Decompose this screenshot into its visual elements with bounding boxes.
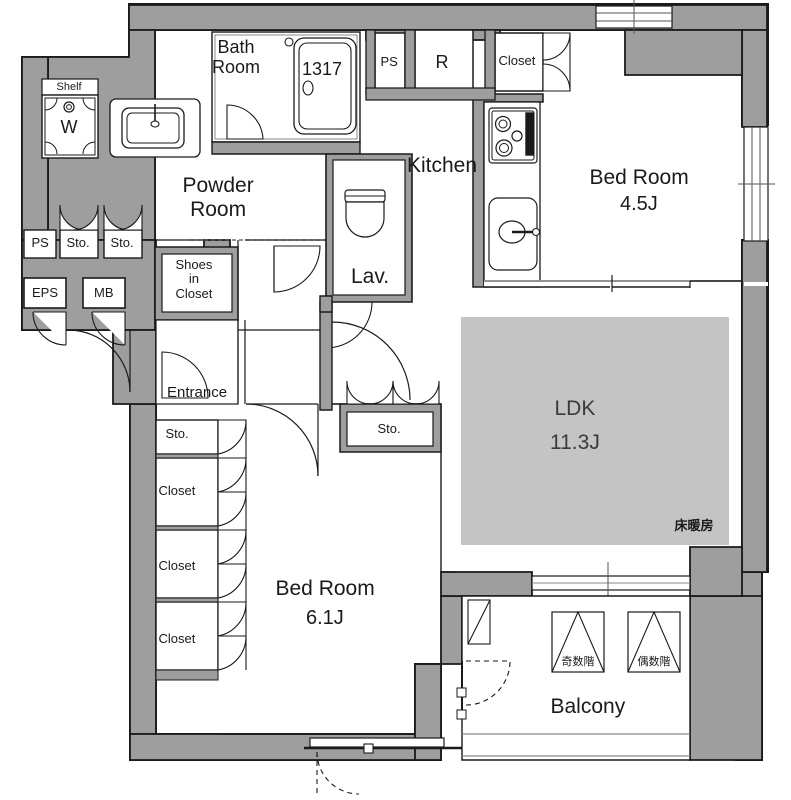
room-label-bed_room_61j: 6.1J xyxy=(306,606,344,629)
balcony-area xyxy=(456,595,691,761)
windows xyxy=(304,0,775,795)
fixture-label-refrigerator: R xyxy=(435,51,449,72)
room-label-bed_room_45j: 4.5J xyxy=(620,192,658,215)
balcony-partition-odd xyxy=(551,610,605,673)
fixture-label-mb: MB xyxy=(94,284,114,300)
room-label-entrance: Entrance xyxy=(167,383,228,401)
room-label-bed_room_61: Bed Room xyxy=(275,577,375,600)
room-label-shoes_closet: Shoes in Closet xyxy=(175,256,213,302)
room-label-ldk_size: 11.3J xyxy=(550,431,600,454)
fixture-label-sto_top_2: Sto. xyxy=(110,234,134,250)
fixture-label-ps_left: PS xyxy=(31,234,49,250)
fixture-label-closet_b1: Closet xyxy=(158,482,196,498)
room-label-powder_room: Powder Room xyxy=(182,174,254,222)
room-label-bath_size: 1317 xyxy=(302,58,343,79)
window-right-lower xyxy=(744,282,768,286)
room-label-lav: Lav. xyxy=(351,265,390,288)
room-label-ldk: LDK xyxy=(554,397,596,420)
window-right xyxy=(738,126,775,242)
fixture-label-closet_b2: Closet xyxy=(158,557,196,573)
fixture-label-sto_mid: Sto. xyxy=(377,420,401,436)
fixture-label-ps_kitchen: PS xyxy=(380,53,398,69)
room-label-kitchen: Kitchen xyxy=(407,154,478,177)
fixture-label-shelf: Shelf xyxy=(56,80,82,93)
window-bedroom-balcony xyxy=(304,737,462,795)
fixture-label-sto_top_1: Sto. xyxy=(66,234,90,250)
window-ldk-balcony xyxy=(531,562,691,604)
fixture-label-closet_b3: Closet xyxy=(158,630,196,646)
ldk-floor-area xyxy=(461,317,729,545)
room-label-floor_heat: 床暖房 xyxy=(674,518,714,534)
balcony-partition-even xyxy=(627,610,681,673)
room-label-balcony: Balcony xyxy=(550,695,626,718)
fixture-label-balcony_even: 偶数階 xyxy=(637,654,671,668)
fixture-label-closet_bed45: Closet xyxy=(498,52,536,68)
room-label-bed_room_45: Bed Room xyxy=(589,166,689,189)
fixture-label-sto_bed61: Sto. xyxy=(165,425,189,441)
window-top xyxy=(595,0,673,34)
room-label-bath_room: Bath Room xyxy=(212,36,261,78)
fixture-label-washer: W xyxy=(60,116,78,137)
fixture-label-eps: EPS xyxy=(32,284,59,300)
detail-lines xyxy=(155,239,340,405)
fixture-label-balcony_odd: 奇数階 xyxy=(561,654,595,668)
interior-walls xyxy=(23,29,742,735)
